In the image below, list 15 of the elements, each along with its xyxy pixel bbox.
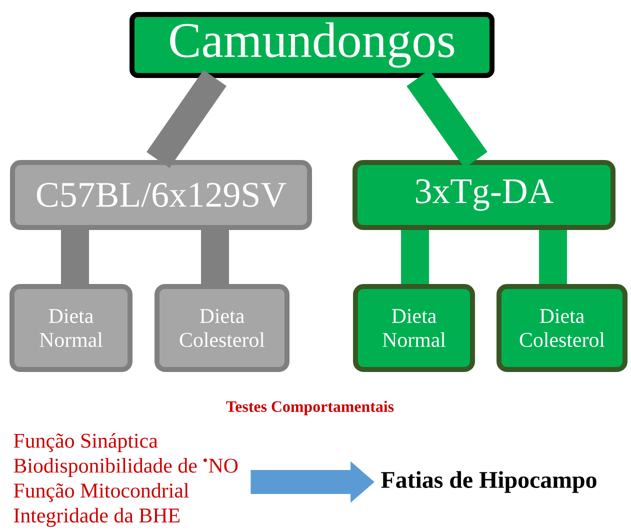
heading-text: Testes Comportamentais <box>226 400 394 416</box>
diet-box: Dieta Normal <box>10 284 132 372</box>
group-box: 3xTg-DA <box>352 160 616 230</box>
diet-box: Dieta Colesterol <box>154 284 290 372</box>
connector-bar <box>539 230 567 284</box>
connector-bar <box>201 230 229 284</box>
output-text: Fatias de Hipocampo <box>381 471 596 493</box>
measure-list: Função Sináptica Biodisponibilidade de $^{•}$NO Função Mitocondrial Integridade da BHE <box>14 433 238 527</box>
connector-bar <box>61 230 89 284</box>
group-box: C57BL/6x129SV <box>10 160 312 230</box>
diet-box: Dieta Colesterol <box>496 284 628 372</box>
root-box: Camundongos <box>130 12 494 78</box>
diet-box: Dieta Normal <box>353 284 475 372</box>
connector-bar <box>401 230 429 284</box>
connector-bar <box>146 70 226 168</box>
